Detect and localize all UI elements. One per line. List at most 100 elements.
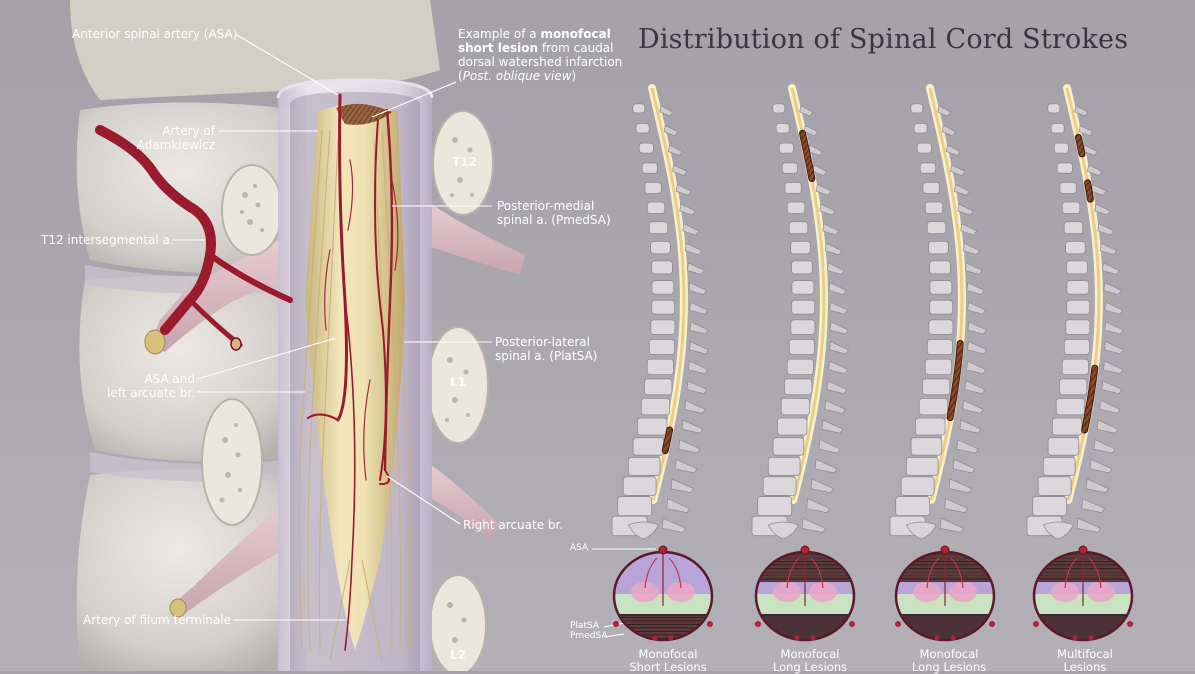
vertebral-body-l2: [76, 469, 301, 671]
vertebral-body: [786, 201, 806, 214]
pmedsa-dot-left: [934, 635, 940, 641]
spinous-process: [666, 498, 691, 513]
spinous-process: [810, 478, 835, 494]
spinous-process: [803, 124, 819, 137]
cross-sections: [612, 545, 1134, 642]
lesion-hatch: [1075, 134, 1085, 157]
gray-matter-left: [773, 582, 801, 602]
spinous-process: [1102, 262, 1120, 275]
spinous-process: [819, 203, 836, 216]
vertebral-body: [1050, 123, 1065, 134]
spine-diagrams: [611, 84, 1125, 540]
vertebral-body: [778, 142, 794, 154]
vertebral-body: [1037, 476, 1072, 496]
spinous-process: [1074, 105, 1089, 117]
spinous-process: [661, 517, 687, 533]
label-anterior-spinal-artery: Anterior spinal artery (ASA): [72, 27, 238, 41]
spinous-process: [962, 399, 984, 414]
vertebral-body: [784, 181, 802, 194]
sulcal-branch-left: [1064, 557, 1078, 589]
platsa-dot-right: [707, 621, 713, 627]
spinous-process: [679, 203, 696, 216]
spinous-process: [966, 282, 985, 295]
spinous-process: [939, 517, 965, 533]
vertebral-body: [916, 142, 932, 154]
vertebral-body: [762, 476, 797, 496]
spine-panel-2: [751, 84, 850, 540]
spinous-process: [828, 282, 847, 295]
platsa-dot-right: [1127, 621, 1133, 627]
spinous-process: [824, 242, 843, 256]
vertebral-body: [617, 496, 653, 517]
spinous-process: [1085, 478, 1110, 494]
spinous-process: [799, 105, 814, 117]
vertebral-body: [1061, 201, 1081, 214]
platsa-dot-right: [989, 621, 995, 627]
label-artery-of-filum-terminale: Artery of filum terminale: [83, 613, 231, 627]
label-t12-intersegmental: T12 intersegmental a.: [41, 233, 174, 247]
asa-dot: [1078, 545, 1088, 555]
vertebral-body: [641, 162, 658, 174]
vertebral-body: [910, 437, 943, 456]
sulcal-branch-right: [1088, 557, 1102, 589]
nerve-root-lower-right: [425, 460, 500, 540]
vertebral-body: [1055, 397, 1086, 416]
vertebral-body: [786, 358, 814, 376]
vertebral-body: [651, 299, 676, 315]
vertebral-body: [1056, 162, 1073, 174]
lesion-hatch: [800, 130, 815, 182]
spinous-process: [686, 380, 708, 394]
spinous-process: [946, 144, 961, 156]
vertebral-body: [632, 103, 646, 114]
vertebral-body: [929, 280, 953, 295]
spinous-process: [826, 380, 848, 394]
platsa-dot-left: [613, 621, 619, 627]
spinous-process: [659, 105, 674, 117]
vertebral-body: [644, 181, 662, 194]
sulcal-branch-right: [950, 557, 964, 589]
transverse-process-left-lower: [201, 398, 263, 526]
vertebral-body: [637, 417, 668, 436]
vertebral-body: [928, 240, 949, 255]
vertebral-body: [635, 123, 650, 134]
vertebral-body: [1053, 142, 1069, 154]
cross-section-4: [1032, 545, 1134, 642]
lesion-hatch: [1085, 180, 1093, 202]
vertebral-body: [1047, 103, 1061, 114]
pmedsa-dot-right: [810, 635, 816, 641]
spinous-process: [684, 242, 703, 256]
vertebral-body: [926, 339, 953, 355]
vertebral-body: [650, 240, 671, 255]
vertebral-body: [1066, 299, 1091, 315]
anterior-spinal-artery: [336, 93, 348, 422]
vertebral-body: [1065, 240, 1086, 255]
spinous-process: [824, 399, 846, 414]
spinous-process: [1099, 399, 1121, 414]
vertebral-body: [638, 142, 654, 154]
spinous-process: [1094, 203, 1111, 216]
spinous-process: [678, 439, 701, 454]
spinous-process: [1104, 321, 1124, 335]
vertebral-body: [1047, 437, 1080, 456]
spinous-process: [672, 164, 688, 176]
vertebral-column-illustration: [70, 0, 525, 671]
nerve-root-lower-left: [172, 500, 300, 615]
pmedsa-dot-left: [652, 635, 658, 641]
gray-matter-left: [1051, 582, 1079, 602]
spinous-process: [675, 183, 692, 196]
sulcal-branch-left: [644, 557, 658, 589]
right-arcuate-branch: [379, 469, 390, 486]
vertebral-body: [632, 437, 665, 456]
spine-panel-1: [611, 84, 710, 540]
vertebral-body: [1061, 358, 1089, 376]
vertebral-body: [791, 260, 813, 275]
vertebral-body: [929, 299, 954, 315]
spinous-process: [684, 399, 706, 414]
vertebral-body: [767, 456, 801, 476]
